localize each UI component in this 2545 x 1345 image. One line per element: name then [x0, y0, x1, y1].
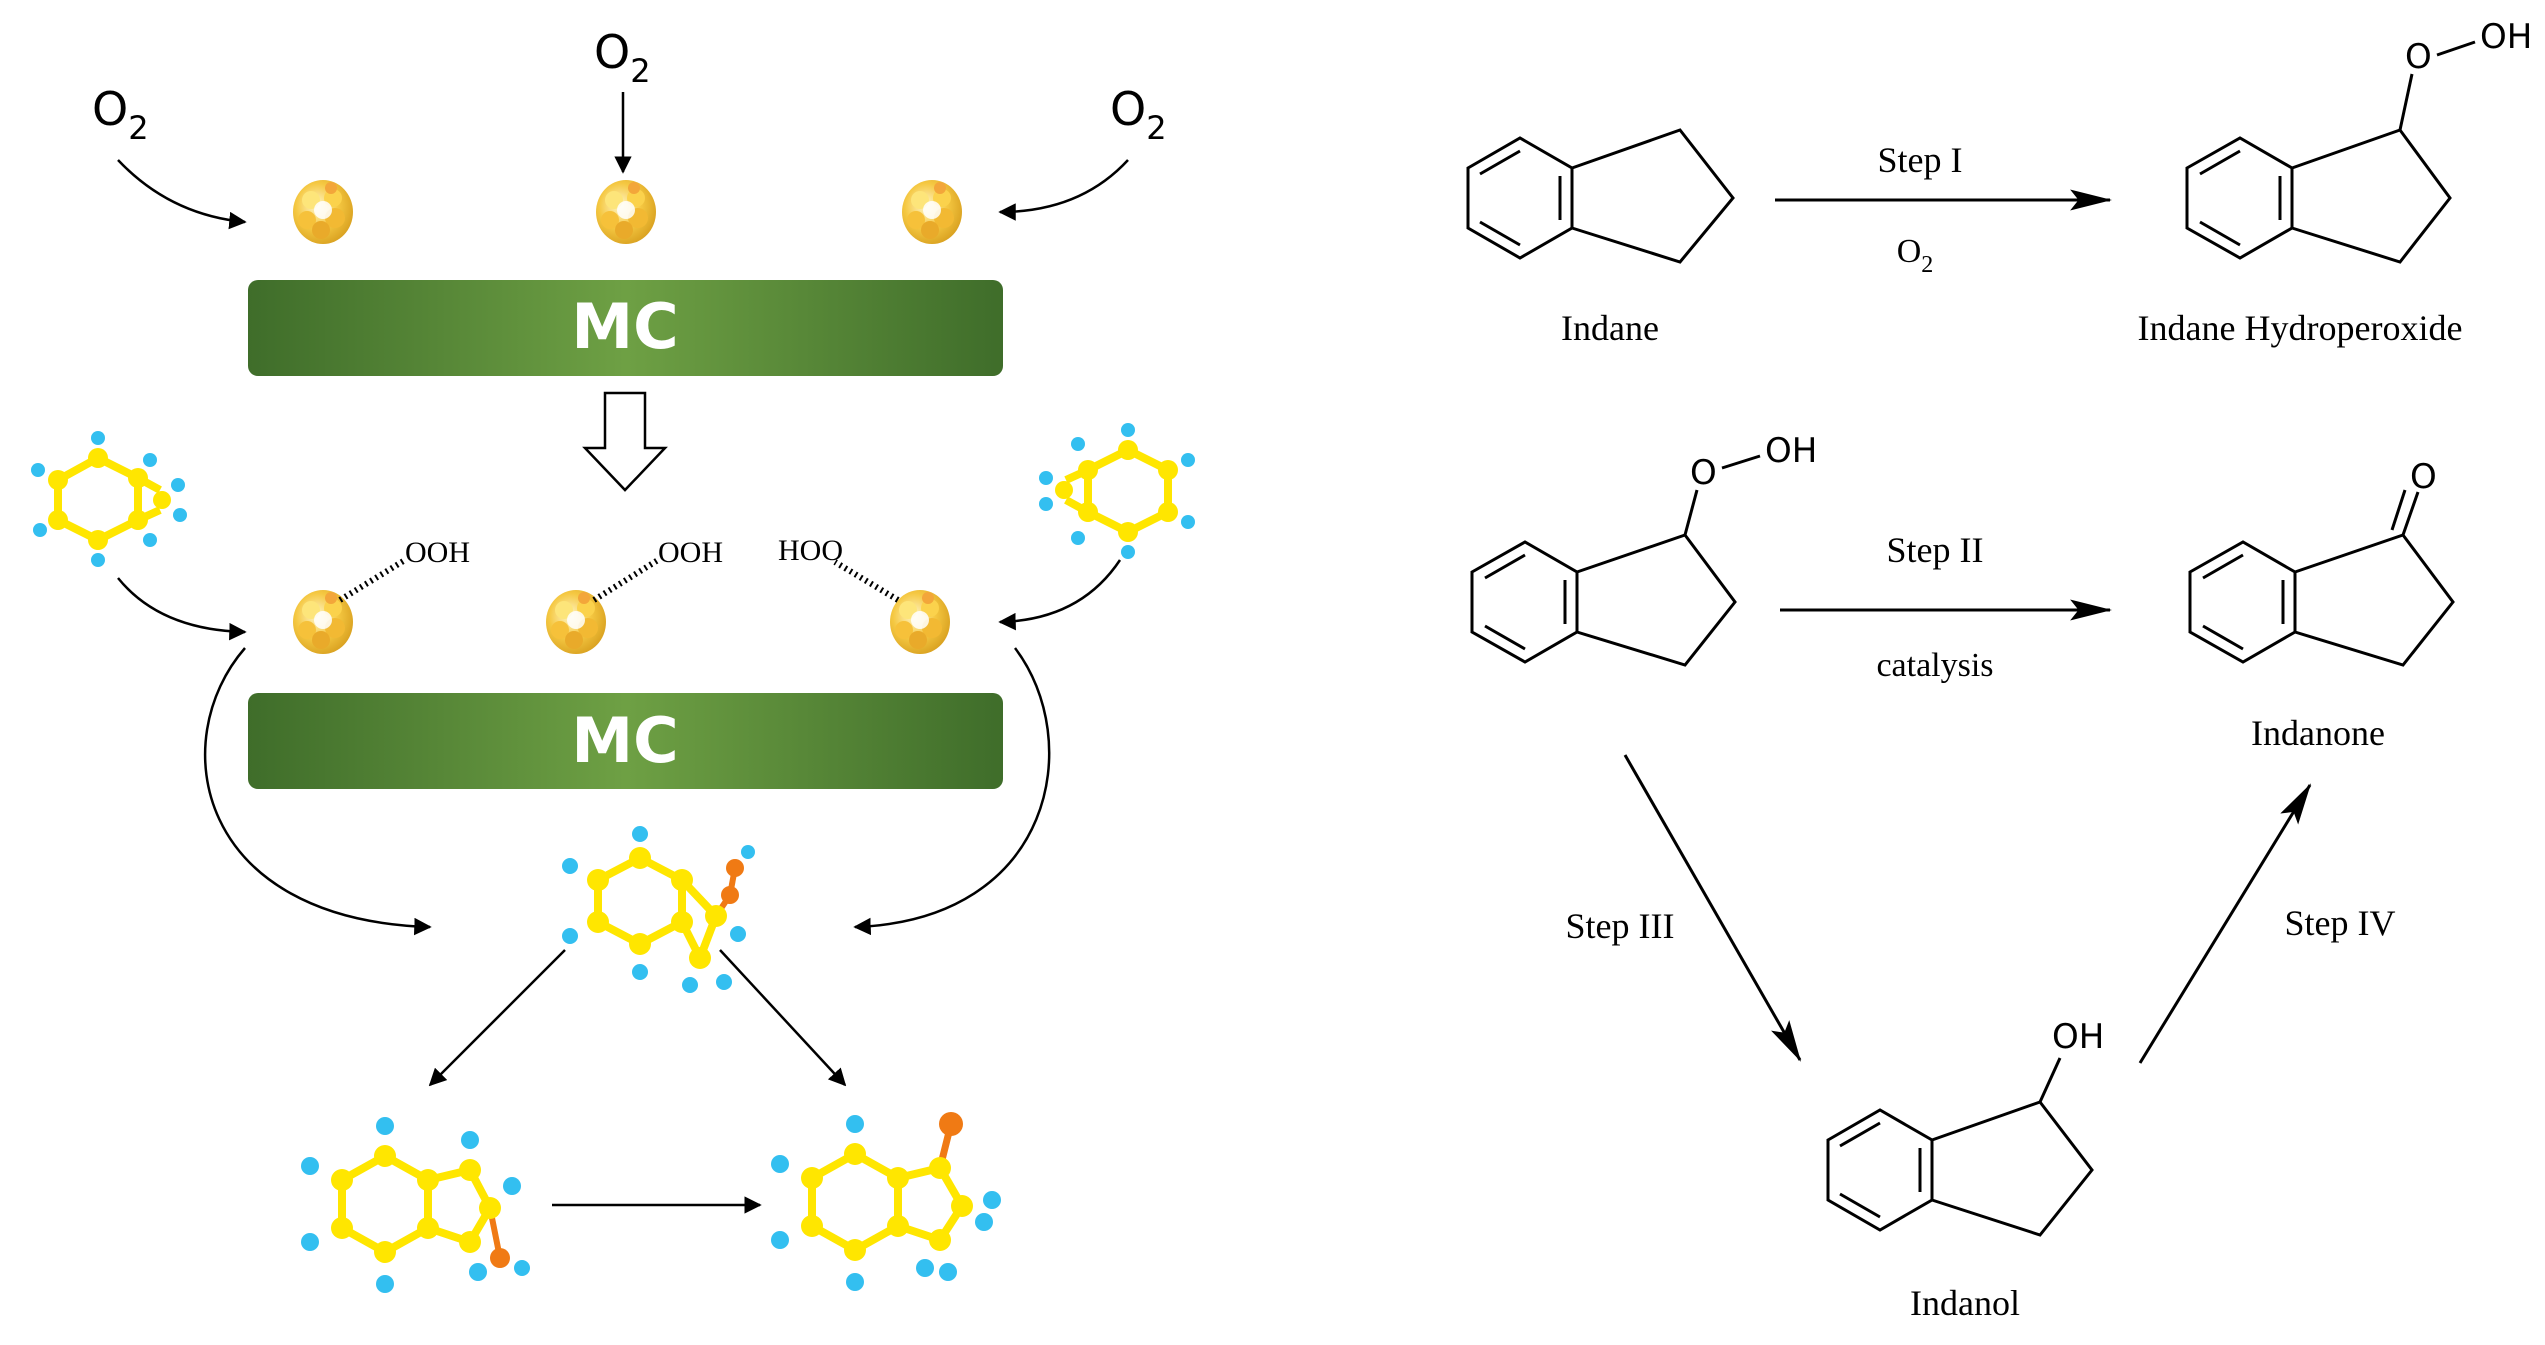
left-scheme: O2 O2 O2 MC [31, 25, 1195, 1293]
oxygen-label-center: O2 [594, 25, 651, 90]
step3-arrow [1623, 754, 1802, 1062]
oxygen-label-left: O2 [92, 82, 149, 147]
metal-cluster-top-right [902, 180, 962, 244]
step2-label: Step II [1887, 530, 1984, 570]
indanone-molecule [771, 1112, 1001, 1291]
indanol-structure [1826, 1057, 2094, 1237]
mc-bar-top [248, 280, 1003, 376]
hydroperoxide-label: Indane Hydroperoxide [2138, 308, 2463, 348]
hydroperoxide-oh: OH [2480, 17, 2532, 57]
hydroperoxide-structure [2185, 40, 2476, 264]
oxygen-arrow-left [117, 159, 247, 230]
hollow-down-arrow [582, 391, 668, 492]
mc-bar-bottom [248, 693, 1003, 789]
right-scheme: Indane Step I O2 O OH Indane Hydroperoxi… [1466, 17, 2532, 1323]
mc-bar-bottom-label: MC [571, 704, 678, 777]
curved-arrow-left [203, 647, 432, 936]
metal-cluster-top-center [596, 180, 656, 244]
hydroperoxide-2-o: O [1690, 453, 1717, 493]
step1-reagent: O2 [1897, 233, 1934, 278]
hydroperoxide-2-oh: OH [1765, 431, 1817, 471]
hoo-label-right: HOO [778, 534, 843, 567]
indanol-oh: OH [2052, 1017, 2104, 1057]
metal-cluster-mid-left [293, 590, 353, 654]
hydroperoxide-structure-2 [1470, 454, 1761, 667]
metal-cluster-mid-right [890, 590, 950, 654]
indanone-label: Indanone [2251, 713, 2385, 753]
hydroperoxide-o: O [2405, 37, 2432, 77]
curved-arrow-right [853, 647, 1051, 936]
indane-label: Indane [1561, 308, 1659, 348]
ooh-label-center: OOH [658, 536, 723, 569]
hashed-bond-right [833, 559, 900, 603]
indane-molecule-right [1039, 423, 1195, 559]
indane-arrow-right [998, 559, 1122, 631]
step2-reagent: catalysis [1876, 647, 1993, 684]
indanone-structure [2188, 489, 2455, 667]
arrow-to-indanone [719, 949, 847, 1087]
step4-label: Step IV [2285, 903, 2396, 943]
indanone-o: O [2410, 457, 2437, 497]
hashed-bond-center [592, 557, 660, 603]
arrow-to-indanol [428, 949, 566, 1087]
hashed-bond-left [338, 557, 407, 603]
step1-label: Step I [1878, 140, 1963, 180]
indane-structure [1466, 128, 1735, 264]
indane-arrow-left [117, 577, 247, 641]
mc-bar-top-label: MC [571, 290, 678, 363]
ooh-label-left: OOH [405, 536, 470, 569]
metal-cluster-mid-center [546, 590, 606, 654]
indanol-molecule [301, 1117, 530, 1293]
step3-label: Step III [1566, 906, 1675, 946]
indanol-label: Indanol [1910, 1283, 2020, 1323]
oxygen-label-right: O2 [1110, 82, 1167, 147]
indane-molecule-left [31, 431, 187, 567]
oxygen-arrow-right [998, 159, 1129, 221]
metal-cluster-top-left [293, 180, 353, 244]
step4-arrow [2138, 783, 2312, 1064]
hydroperoxide-molecule [562, 826, 755, 993]
